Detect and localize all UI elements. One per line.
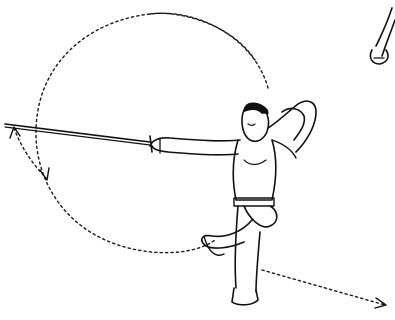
cropped-hand-top-right [370, 8, 395, 64]
figure-standing-leg [232, 206, 260, 305]
motion-path-circle [36, 13, 268, 252]
ground-direction-line [262, 270, 386, 308]
figure-raised-arm [268, 101, 316, 158]
motion-arrow-left [10, 127, 49, 180]
figure-torso [233, 140, 276, 206]
figure-raised-leg [202, 206, 277, 255]
figure-head [242, 103, 269, 141]
figure-extended-arm [150, 138, 240, 155]
sword-blade [5, 124, 152, 152]
